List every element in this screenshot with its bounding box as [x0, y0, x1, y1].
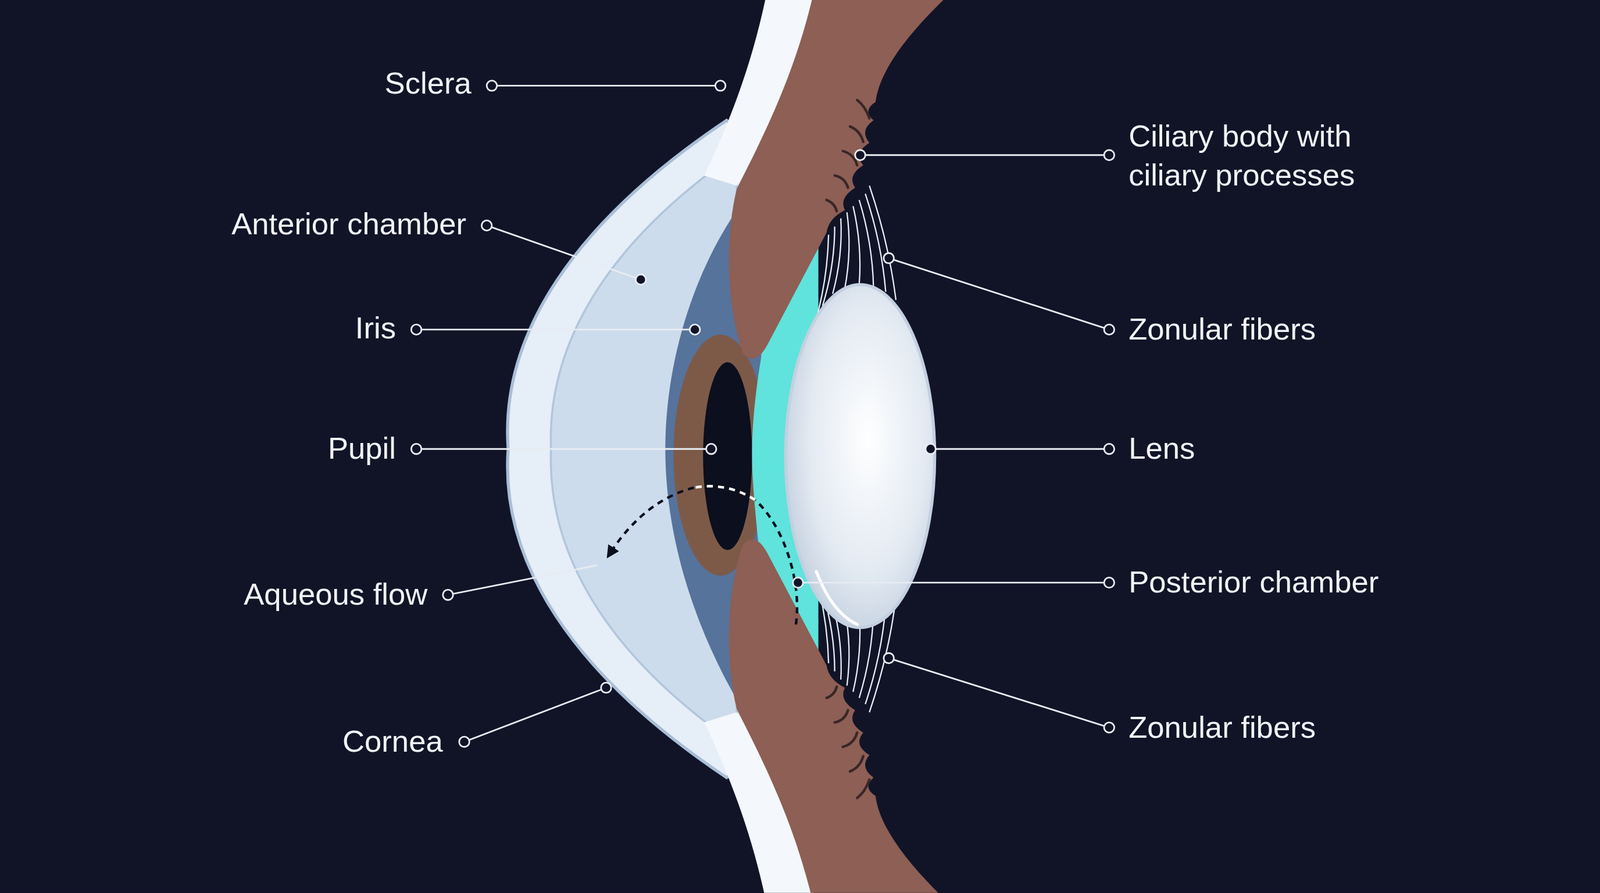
leader-dot	[706, 443, 717, 455]
zonular-fiber	[832, 218, 842, 295]
part-label: Zonular fibers	[1128, 309, 1316, 349]
part-label: Sclera	[384, 63, 472, 103]
zonular-fiber	[869, 185, 896, 300]
leader-dot	[883, 252, 895, 264]
part-label: Zonular fibers	[1128, 708, 1316, 748]
leader-dot	[481, 220, 492, 231]
leader-dot	[1104, 324, 1115, 335]
leader-line	[930, 448, 1110, 450]
leader-line	[491, 84, 721, 87]
leader-line	[464, 687, 607, 742]
zonular-fiber	[865, 193, 886, 292]
leader-dot	[635, 274, 646, 285]
part-label: Ciliary body with ciliary processes	[1128, 116, 1425, 196]
leader-line	[416, 448, 712, 450]
leader-dot	[411, 443, 422, 455]
leader-dot	[793, 577, 804, 588]
lens-highlight	[816, 571, 857, 625]
ciliary-process	[826, 200, 838, 212]
leader-dot	[1104, 722, 1115, 734]
ciliary-process	[856, 779, 870, 799]
ciliary-process	[834, 710, 849, 723]
leader-line	[888, 258, 1110, 330]
leader-dot	[443, 589, 454, 600]
leader-dot	[715, 80, 726, 92]
part-label: Cornea	[342, 722, 444, 762]
aqueous-flow-path	[755, 500, 798, 625]
aqueous-flow-path	[610, 487, 695, 553]
part-label: Posterior chamber	[1128, 562, 1379, 602]
leader-dot	[486, 80, 498, 92]
pupil	[702, 362, 752, 550]
leader-dot	[883, 652, 895, 664]
part-label: Aqueous flow	[243, 575, 428, 615]
leader-line	[888, 658, 1110, 728]
leader-dot	[689, 324, 700, 335]
part-label: Pupil	[327, 429, 396, 469]
part-label: Anterior chamber	[231, 204, 467, 244]
leader-line	[860, 154, 1110, 156]
leader-dot	[1104, 150, 1115, 161]
leader-dot	[601, 682, 612, 694]
ciliary-process	[843, 732, 858, 748]
zonular-fiber	[822, 226, 835, 307]
leader-dot	[411, 324, 422, 335]
leader-line	[486, 225, 641, 280]
zonular-fiber	[852, 206, 860, 285]
leader-dot	[1104, 443, 1115, 455]
aqueous-flow-path	[693, 486, 755, 500]
part-label: Lens	[1128, 429, 1195, 469]
leader-dot	[925, 443, 937, 455]
leader-line	[447, 565, 597, 595]
leader-dot	[855, 150, 866, 161]
ciliary-process	[856, 100, 870, 119]
leader-line	[797, 581, 1109, 584]
leader-lines	[411, 80, 1114, 748]
part-label: Iris	[355, 308, 396, 348]
lens	[785, 284, 935, 628]
zonular-fiber	[844, 212, 849, 288]
ciliary-process	[850, 126, 864, 142]
leader-dot	[1104, 577, 1115, 588]
ciliary-process	[850, 756, 864, 772]
ciliary-process	[826, 686, 838, 698]
leader-dot	[459, 736, 470, 748]
leader-line	[416, 328, 695, 331]
ciliary-process	[834, 175, 849, 188]
